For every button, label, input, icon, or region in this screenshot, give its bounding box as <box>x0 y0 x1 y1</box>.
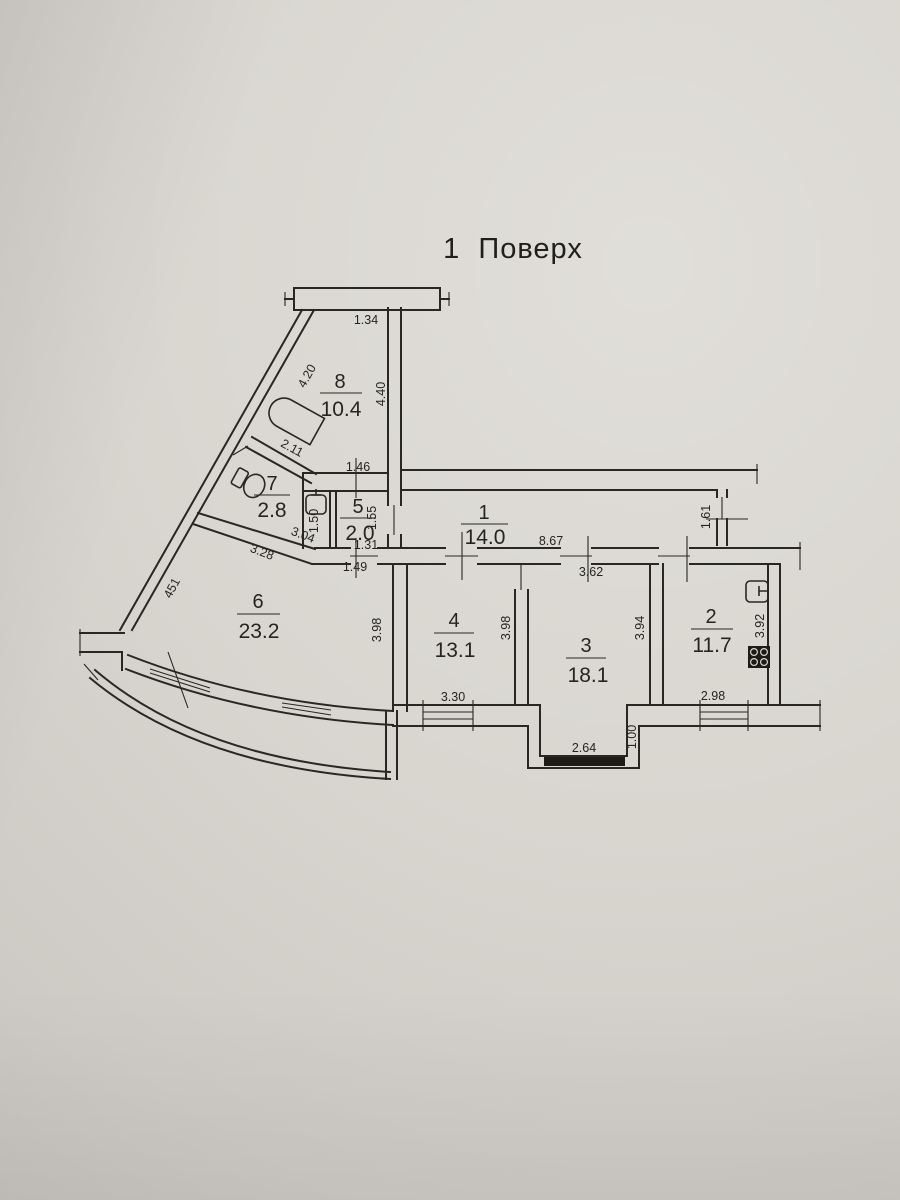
room-4-number: 4 <box>448 610 459 632</box>
room-1-number: 1 <box>478 502 489 524</box>
dim-3-98-room4: 3.98 <box>499 616 513 640</box>
toilet-icon <box>230 467 266 499</box>
dim-4-40: 4.40 <box>374 382 388 406</box>
dim-1-49: 1.49 <box>343 560 367 574</box>
dim-3-92: 3.92 <box>753 614 767 638</box>
room-4-label: 4 13.1 <box>434 610 475 662</box>
room-1-label: 1 14.0 <box>461 502 508 549</box>
dim-8-67: 8.67 <box>539 534 563 548</box>
dim-2-98: 2.98 <box>701 689 725 703</box>
room-2-number: 2 <box>705 606 716 628</box>
room-6-area: 23.2 <box>239 620 280 643</box>
dim-1-55: 1.55 <box>365 506 379 530</box>
room-3-number: 3 <box>580 635 591 657</box>
bathtub-icon <box>268 397 326 446</box>
room-2-label: 2 11.7 <box>691 606 733 657</box>
room-5-area: 2.0 <box>345 522 374 545</box>
dim-3-98-room6: 3.98 <box>370 618 384 642</box>
room-3-area: 18.1 <box>568 664 609 687</box>
room-5-label: 5 2.0 <box>340 496 376 545</box>
dim-451: 451 <box>161 575 183 600</box>
room-7-area: 2.8 <box>257 499 286 522</box>
dim-1-34: 1.34 <box>354 313 378 327</box>
room-3-label: 3 18.1 <box>566 635 608 687</box>
room-8-area: 10.4 <box>321 398 362 421</box>
dim-1-61: 1.61 <box>699 505 713 529</box>
dim-1-50: 1.50 <box>307 509 321 533</box>
dim-4-20: 4.20 <box>295 362 319 390</box>
door-thresholds <box>232 445 723 590</box>
window-room4 <box>422 700 474 731</box>
room-1-area: 14.0 <box>465 526 506 549</box>
dim-1-46: 1.46 <box>346 460 370 474</box>
room-7-label: 7 2.8 <box>254 473 290 522</box>
room-6-number: 6 <box>252 591 263 613</box>
bay-window-glazing <box>544 757 625 766</box>
room-7-number: 7 <box>266 473 277 495</box>
dim-3-28: 3.28 <box>248 541 276 563</box>
dimension-ticks <box>79 292 821 731</box>
room-6-label: 6 23.2 <box>237 591 280 643</box>
window-room6 <box>149 668 332 716</box>
dim-3-62: 3.62 <box>579 565 603 579</box>
dim-3-94: 3.94 <box>633 616 647 640</box>
page-title: 1 Поверх <box>443 233 583 265</box>
dim-3-30: 3.30 <box>441 690 465 704</box>
room-5-number: 5 <box>352 496 363 518</box>
dim-1-31: 1.31 <box>354 538 378 552</box>
dim-2-64: 2.64 <box>572 741 596 755</box>
stove-icon <box>748 646 770 668</box>
dim-1-00: 1.00 <box>625 725 639 749</box>
room-8-number: 8 <box>334 371 345 393</box>
kitchen-sink-icon <box>745 580 769 603</box>
room-2-area: 11.7 <box>692 634 731 657</box>
room-8-label: 8 10.4 <box>320 371 362 421</box>
room-4-area: 13.1 <box>435 639 476 662</box>
window-room2 <box>699 700 749 731</box>
walls <box>79 287 821 781</box>
sink-icon <box>305 489 327 515</box>
